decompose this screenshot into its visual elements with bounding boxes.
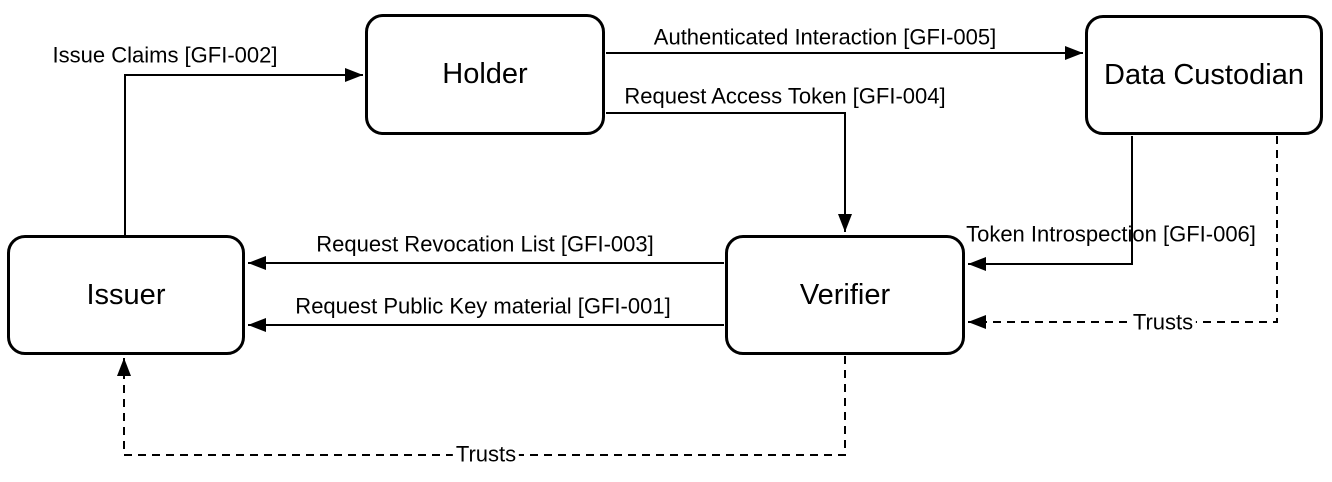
edge-issue-claims-line [124, 68, 363, 235]
edge-label-request-access-token: Request Access Token [GFI-004] [624, 83, 946, 109]
edge-request-access-token-line [606, 112, 852, 232]
edge-label-trusts-dc-verifier: Trusts [1129, 309, 1197, 335]
node-holder-label: Holder [442, 58, 528, 90]
edge-label-trusts-verifier-issuer: Trusts [452, 441, 520, 467]
edge-label-issue-claims: Issue Claims [GFI-002] [52, 42, 278, 68]
edge-label-request-revocation-list: Request Revocation List [GFI-003] [316, 231, 654, 257]
node-data-custodian-label: Data Custodian [1104, 58, 1304, 91]
edge-label-request-public-key: Request Public Key material [GFI-001] [295, 293, 671, 319]
node-holder: Holder [365, 14, 605, 135]
edge-trusts-verifier-issuer-line [117, 356, 846, 456]
node-verifier: Verifier [725, 235, 965, 355]
node-issuer-label: Issuer [86, 278, 166, 311]
node-data-custodian: Data Custodian [1085, 15, 1323, 135]
edge-label-authenticated-interaction: Authenticated Interaction [GFI-005] [653, 24, 997, 50]
node-verifier-label: Verifier [799, 278, 891, 311]
edge-trusts-dc-verifier-line [968, 136, 1278, 329]
edge-label-token-introspection: Token Introspection [GFI-006] [966, 221, 1256, 247]
edge-token-introspection-line [968, 136, 1133, 271]
node-issuer: Issuer [7, 235, 245, 355]
